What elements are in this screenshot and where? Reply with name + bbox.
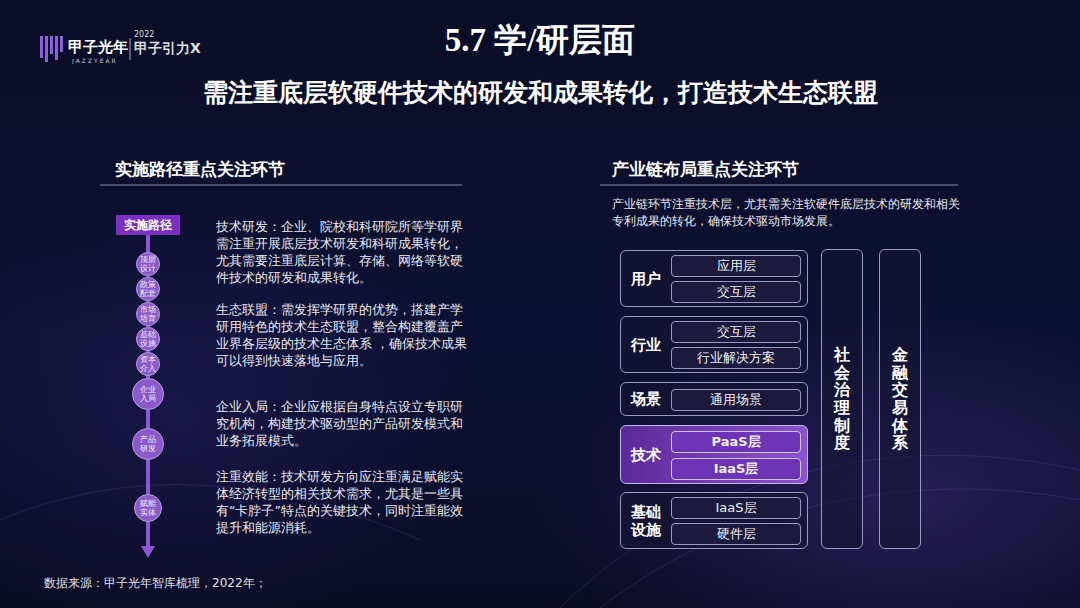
path-note: 生态联盟：需发挥学研界的优势，搭建产学研用特色的技术生态联盟，整合构建覆盖产业界… — [216, 301, 470, 369]
layer-group: 行业 交互层行业解决方案 — [620, 316, 808, 373]
node-text: 技术 — [629, 446, 662, 464]
layer-box: 行业解决方案 — [671, 347, 801, 369]
layer-group: 基础设施 IaaS层硬件层 — [620, 492, 808, 549]
node-text: IaaS层 — [714, 460, 759, 478]
step-circle: 赋能实体 — [134, 494, 162, 522]
slide-subtitle: 需注重底层软硬件技术的研发和成果转化，打造技术生态联盟 — [0, 76, 1080, 109]
step-circle: 基础设施 — [136, 327, 160, 351]
path-note: 注重效能：技术研发方向应注重满足赋能实体经济转型的相关技术需求，尤其是一些具有“… — [216, 468, 470, 536]
step-circle: 顶层设计 — [136, 252, 160, 276]
timeline-tail — [146, 522, 150, 548]
node-text: 交互层 — [717, 323, 756, 341]
logo-divider — [130, 38, 131, 60]
path-note: 企业入局：企业应根据自身特点设立专职研究机构，构建技术驱动型的产品研发模式和业务… — [216, 398, 470, 449]
layer-group: 用户 应用层交互层 — [620, 250, 808, 307]
layer-box: IaaS层 — [671, 458, 801, 480]
timeline-connector — [146, 235, 150, 252]
event-year: 2022 — [134, 30, 154, 39]
pillar-box: 社会治理制度 — [821, 249, 863, 549]
layer-group-highlight: 技术 PaaS层 IaaS层 — [620, 425, 808, 484]
step-circle: 政策配套 — [136, 277, 160, 301]
path-header-box: 实施路径 — [116, 215, 180, 235]
layer-box: 硬件层 — [671, 523, 801, 545]
node-text: 行业 — [629, 336, 662, 354]
timeline-arrowhead — [141, 546, 155, 558]
section-rule — [600, 185, 958, 186]
section-heading: 产业链布局重点关注环节 — [612, 158, 799, 181]
layer-box: 交互层 — [671, 321, 801, 343]
path-note: 技术研发：企业、院校和科研院所等学研界需注重开展底层技术研发和科研成果转化，尤其… — [216, 218, 470, 286]
section-heading: 实施路径重点关注环节 — [115, 158, 285, 181]
logo-text: 甲子光年 — [68, 38, 128, 57]
node-text: 用户 — [629, 270, 662, 288]
node-text: 社会治理制度 — [834, 346, 850, 452]
node-text: 基础设施 — [629, 503, 662, 539]
node-text: 政策配套 — [140, 280, 156, 298]
step-circle: 市场培育 — [136, 302, 160, 326]
node-text: 行业解决方案 — [697, 349, 775, 367]
node-text: 市场培育 — [140, 305, 156, 323]
node-text: 产品研发 — [140, 435, 156, 453]
node-text: 基础设施 — [140, 330, 156, 348]
event-name: 甲子引力X — [134, 40, 201, 58]
node-text: 应用层 — [717, 257, 756, 275]
chain-note: 产业链环节注重技术层，尤其需关注软硬件底层技术的研发和相关专利成果的转化，确保技… — [612, 196, 962, 230]
layer-box: 交互层 — [671, 281, 801, 303]
data-source: 数据来源：甲子光年智库梳理，2022年； — [44, 575, 267, 592]
step-circle: 产品研发 — [132, 428, 164, 460]
timeline-connector — [146, 410, 150, 428]
section-rule — [100, 185, 462, 186]
node-text: 实施路径 — [124, 217, 172, 234]
layer-box: 通用场景 — [671, 389, 801, 411]
node-text: 赋能实体 — [140, 499, 156, 517]
node-text: 资本介入 — [140, 355, 156, 373]
node-text: 金融交易体系 — [892, 346, 908, 452]
pillar-box: 金融交易体系 — [879, 249, 921, 549]
step-circle: 资本介入 — [136, 352, 160, 376]
timeline-connector — [146, 460, 150, 494]
node-text: 硬件层 — [717, 525, 756, 543]
node-text: 交互层 — [717, 283, 756, 301]
node-text: 企业入局 — [140, 385, 156, 403]
layer-box: PaaS层 — [671, 431, 801, 453]
layer-box: 应用层 — [671, 255, 801, 277]
node-text: 顶层设计 — [140, 255, 156, 273]
step-circle: 企业入局 — [132, 378, 164, 410]
node-text: PaaS层 — [711, 433, 760, 451]
logo-bars — [40, 36, 63, 62]
layer-box: IaaS层 — [671, 497, 801, 519]
node-text: 通用场景 — [710, 391, 762, 409]
node-text: 场景 — [629, 390, 662, 408]
logo-subtext: JAZZYEAR — [72, 57, 118, 64]
node-text: IaaS层 — [715, 499, 756, 517]
layer-group: 场景 通用场景 — [620, 382, 808, 416]
